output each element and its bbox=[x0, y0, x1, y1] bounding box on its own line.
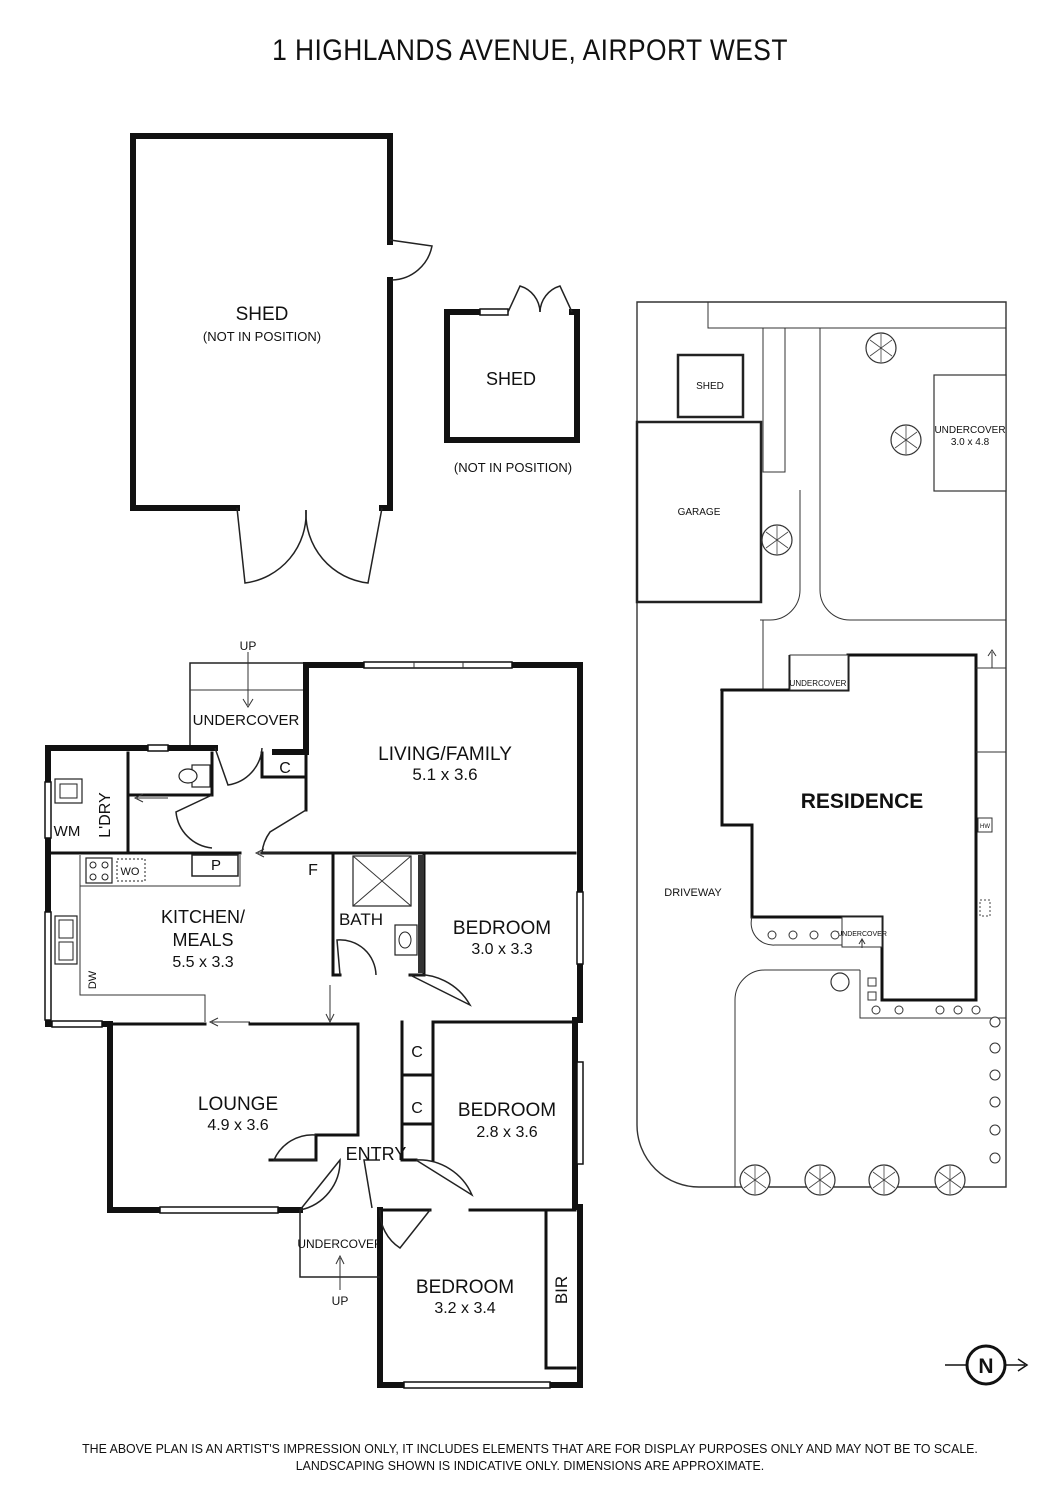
hot-water-label: HW bbox=[980, 824, 990, 830]
undercover-back-label: UNDERCOVER bbox=[193, 712, 300, 729]
bedroom-3-label: BEDROOM bbox=[416, 1277, 514, 1298]
bedroom-1-dim: 3.0 x 3.3 bbox=[471, 941, 532, 958]
north-compass: N bbox=[945, 1344, 1029, 1386]
floor-plan-drawing: SHED (NOT IN POSITION) SHED (NOT IN POSI… bbox=[44, 133, 1029, 1389]
dishwasher-label: DW bbox=[87, 970, 99, 989]
small-shed: SHED (NOT IN POSITION) bbox=[444, 285, 580, 475]
cupboard-living-label: C bbox=[279, 760, 291, 777]
bir-label: BIR bbox=[552, 1276, 571, 1304]
large-shed: SHED (NOT IN POSITION) bbox=[130, 133, 433, 584]
cupboard-1-label: C bbox=[411, 1044, 423, 1061]
kitchen-label-line1: KITCHEN/ bbox=[161, 907, 245, 927]
plan-title: 1 HIGHLANDS AVENUE, AIRPORT WEST bbox=[272, 34, 788, 67]
site-undercover-label: UNDERCOVER bbox=[934, 425, 1005, 436]
entry-label: ENTRY bbox=[346, 1144, 407, 1164]
residence-label: RESIDENCE bbox=[801, 790, 924, 813]
driveway-label: DRIVEWAY bbox=[664, 887, 722, 899]
kitchen-dim: 5.5 x 3.3 bbox=[172, 954, 233, 971]
large-shed-label: SHED bbox=[236, 304, 289, 325]
laundry-label: L'DRY bbox=[97, 792, 114, 838]
site-garage-label: GARAGE bbox=[678, 507, 721, 518]
small-shed-label: SHED bbox=[486, 369, 536, 389]
undercover-front-label: UNDERCOVER bbox=[297, 1237, 383, 1251]
bedroom-2-dim: 2.8 x 3.6 bbox=[476, 1124, 537, 1141]
bedroom-1-label: BEDROOM bbox=[453, 918, 551, 939]
disclaimer-line-2: LANDSCAPING SHOWN IS INDICATIVE ONLY. DI… bbox=[295, 1458, 765, 1473]
lounge-dim: 4.9 x 3.6 bbox=[207, 1117, 268, 1134]
bath-label: BATH bbox=[339, 910, 383, 929]
house-floor-plan: UP UNDERCOVER bbox=[44, 639, 584, 1389]
up-label-front: UP bbox=[332, 1294, 349, 1308]
site-plan: SHED UNDERCOVER 3.0 x 4.8 GARAGE UNDERCO… bbox=[635, 301, 1007, 1196]
living-label: LIVING/FAMILY bbox=[378, 744, 512, 765]
site-undercover-back-label: UNDERCOVER bbox=[790, 679, 847, 688]
large-shed-note: (NOT IN POSITION) bbox=[203, 329, 321, 344]
compass-n-label: N bbox=[978, 1355, 993, 1378]
cupboard-2-label: C bbox=[411, 1100, 423, 1117]
site-shed-label: SHED bbox=[696, 381, 724, 392]
pantry-label: P bbox=[211, 857, 221, 874]
living-dim: 5.1 x 3.6 bbox=[412, 765, 477, 784]
site-undercover-front-label: UNDERCOVER bbox=[837, 931, 887, 938]
site-undercover-dim: 3.0 x 4.8 bbox=[951, 437, 990, 448]
up-label-back: UP bbox=[240, 639, 257, 653]
disclaimer: THE ABOVE PLAN IS AN ARTIST'S IMPRESSION… bbox=[27, 1440, 1034, 1474]
bedroom-2-label: BEDROOM bbox=[458, 1100, 556, 1121]
lounge-label: LOUNGE bbox=[198, 1094, 278, 1115]
wall-oven-label: WO bbox=[121, 866, 140, 878]
small-shed-note: (NOT IN POSITION) bbox=[454, 460, 572, 475]
disclaimer-line-1: THE ABOVE PLAN IS AN ARTIST'S IMPRESSION… bbox=[82, 1441, 978, 1456]
fridge-label: F bbox=[308, 862, 318, 879]
wm-label: WM bbox=[54, 823, 81, 840]
bedroom-3-dim: 3.2 x 3.4 bbox=[434, 1300, 495, 1317]
kitchen-label-line2: MEALS bbox=[172, 930, 233, 950]
